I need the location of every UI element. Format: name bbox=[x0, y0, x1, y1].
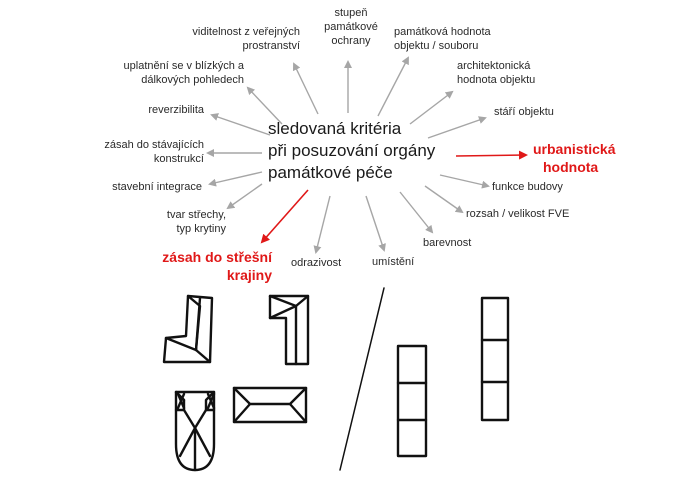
arrow-barevnost bbox=[399, 191, 434, 234]
label-zasah-strecha: zásah do střešní krajiny bbox=[140, 248, 272, 284]
building-l-shape-right bbox=[268, 294, 310, 366]
label-viditelnost-1: viditelnost z veřejných bbox=[192, 26, 300, 38]
label-tvar-1: tvar střechy, bbox=[166, 209, 226, 221]
arrow-tvar-strechy bbox=[226, 183, 263, 210]
arrow-umisteni bbox=[365, 195, 386, 252]
label-architektonicka: architektonická hodnota objektu bbox=[457, 59, 535, 87]
label-barevnost: barevnost bbox=[423, 236, 471, 250]
arrow-odrazivost bbox=[313, 195, 331, 254]
label-uplatneni: uplatnění se v blízkých a dálkových pohl… bbox=[98, 59, 244, 87]
label-rozsah: rozsah / velikost FVE bbox=[466, 207, 569, 221]
center-line-1: sledovaná kritéria bbox=[268, 119, 402, 138]
label-umisteni: umístění bbox=[372, 255, 414, 269]
label-stari: stáří objektu bbox=[494, 105, 554, 119]
label-stupen-2: památkové bbox=[324, 21, 378, 33]
divider-line bbox=[339, 287, 385, 471]
arrow-rozsah bbox=[424, 185, 464, 214]
label-uplatneni-2: dálkových pohledech bbox=[141, 74, 244, 86]
label-stupen: stupeň památkové ochrany bbox=[316, 6, 386, 48]
label-hodnota-2: objektu / souboru bbox=[394, 40, 479, 52]
label-reverzibilita: reverzibilita bbox=[80, 103, 204, 117]
label-rozsah-1: rozsah / velikost FVE bbox=[466, 208, 570, 220]
label-arch-2: hodnota objektu bbox=[457, 74, 536, 86]
label-barevnost-1: barevnost bbox=[423, 237, 472, 249]
label-integrace-1: stavební integrace bbox=[112, 181, 202, 193]
label-reverz-1: reverzibilita bbox=[148, 104, 204, 116]
label-urban-2: hodnota bbox=[543, 159, 599, 175]
label-stari-1: stáří objektu bbox=[494, 106, 554, 118]
label-stupen-3: ochrany bbox=[331, 35, 371, 47]
center-line-2: při posuzování orgány bbox=[268, 141, 436, 160]
arrow-reverzibilita bbox=[210, 113, 271, 136]
arrow-stari bbox=[427, 116, 487, 139]
building-apse bbox=[174, 390, 216, 472]
arrow-funkce bbox=[439, 174, 490, 189]
label-zasah-konstrukci: zásah do stávajících konstrukcí bbox=[60, 138, 204, 166]
label-urbanisticka: urbanistická hodnota bbox=[533, 140, 615, 176]
panel-strip-right bbox=[480, 296, 510, 422]
label-odrazivost-1: odrazivost bbox=[291, 257, 342, 269]
arrow-integrace bbox=[208, 171, 263, 187]
arrow-architektonicka bbox=[409, 90, 454, 125]
label-funkce-1: funkce budovy bbox=[492, 181, 563, 193]
building-l-shape-left bbox=[162, 294, 214, 364]
arrow-viditelnost bbox=[292, 62, 319, 115]
arrow-hodnota-objektu bbox=[377, 56, 409, 117]
label-arch-1: architektonická bbox=[457, 60, 531, 72]
label-zasah-strecha-2: krajiny bbox=[226, 267, 272, 283]
label-urban-1: urbanistická bbox=[533, 141, 616, 157]
panel-strip-left bbox=[396, 344, 428, 458]
building-hip-roof bbox=[232, 386, 308, 424]
label-integrace: stavební integrace bbox=[80, 180, 202, 194]
label-tvar-2: typ krytiny bbox=[176, 223, 226, 235]
label-stupen-1: stupeň bbox=[334, 7, 368, 19]
arrow-uplatneni bbox=[246, 86, 283, 125]
label-tvar-strechy: tvar střechy, typ krytiny bbox=[120, 208, 226, 236]
label-viditelnost: viditelnost z veřejných prostranství bbox=[168, 25, 300, 53]
arrow-zasah-strecha bbox=[260, 189, 309, 244]
label-viditelnost-2: prostranství bbox=[242, 40, 300, 52]
label-konstrukci-2: konstrukcí bbox=[153, 153, 204, 165]
label-zasah-strecha-1: zásah do střešní bbox=[162, 249, 272, 265]
label-konstrukci-1: zásah do stávajících bbox=[104, 139, 204, 151]
label-uplatneni-1: uplatnění se v blízkých a bbox=[123, 60, 244, 72]
label-umisteni-1: umístění bbox=[372, 256, 415, 268]
label-odrazivost: odrazivost bbox=[291, 256, 341, 270]
label-hodnota-objektu: památková hodnota objektu / souboru bbox=[394, 25, 491, 53]
center-line-3: památkové péče bbox=[268, 163, 393, 182]
center-title: sledovaná kritéria při posuzování orgány… bbox=[268, 118, 468, 184]
label-hodnota-1: památková hodnota bbox=[394, 26, 491, 38]
label-funkce: funkce budovy bbox=[492, 180, 563, 194]
arrow-urbanisticka bbox=[455, 150, 528, 160]
